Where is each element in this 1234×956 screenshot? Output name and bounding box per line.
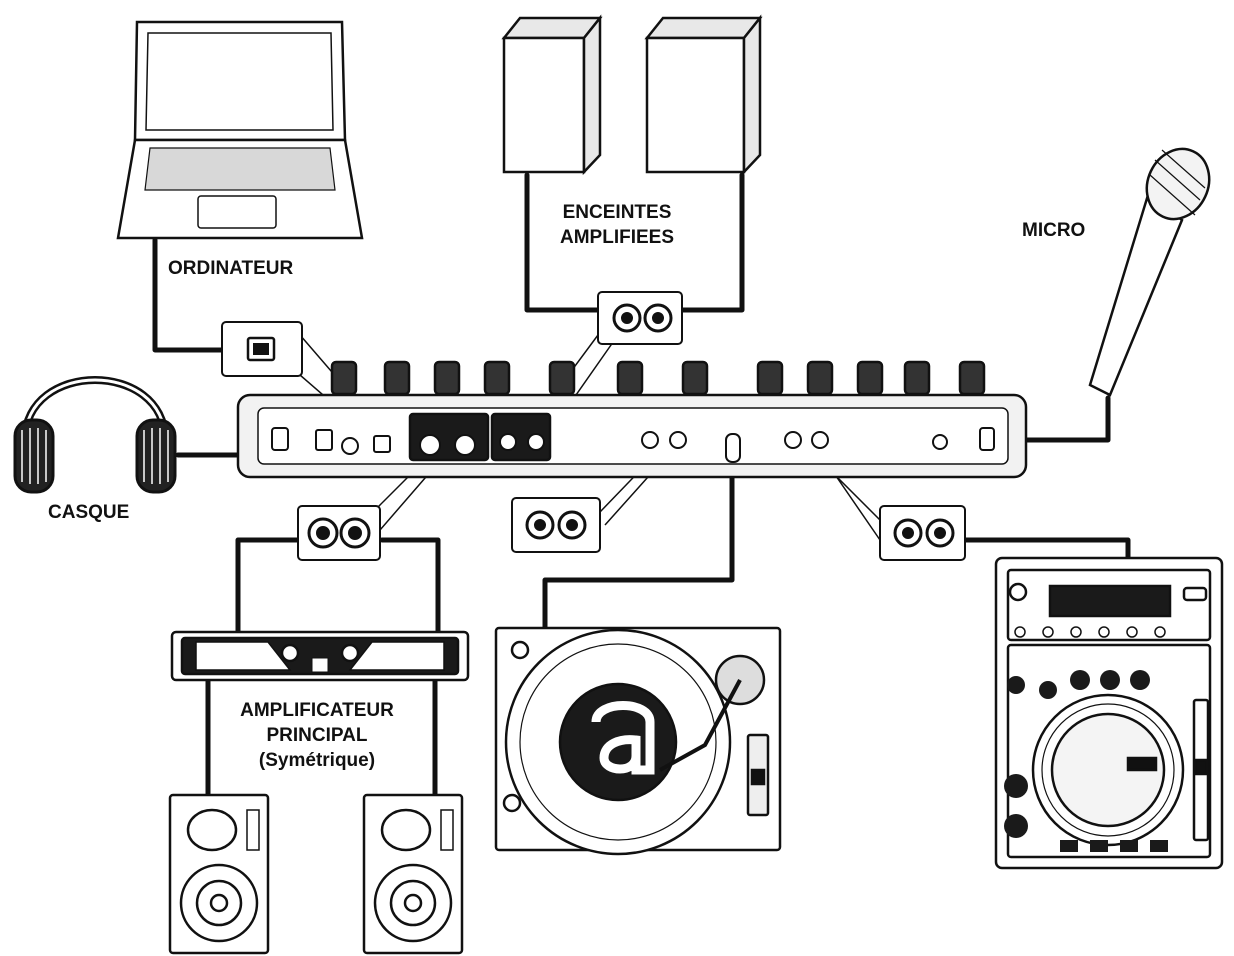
microphone-icon	[1088, 147, 1211, 397]
cable-amplifier	[235, 537, 441, 635]
active-speakers-label-line2: AMPLIFIEES	[560, 227, 675, 248]
laptop-label: ORDINATEUR	[168, 258, 294, 279]
callout-input-2	[879, 505, 966, 561]
cable-amp-to-speakers	[205, 675, 438, 798]
callout-master-output	[297, 505, 381, 561]
power-amplifier-icon	[170, 630, 470, 682]
cable-cd-player	[962, 537, 1131, 563]
amplifier-label-line1: AMPLIFICATEUR	[240, 700, 394, 721]
passive-speaker-left-icon	[168, 793, 270, 955]
active-speakers-label-line1: ENCEINTES	[562, 202, 672, 223]
amplifier-label-line3: (Symétrique)	[258, 750, 376, 771]
cable-turntable	[542, 467, 735, 631]
amplifier-label-line2: PRINCIPAL	[266, 725, 368, 746]
callout-input-1	[511, 497, 601, 553]
amplifier-label: AMPLIFICATEUR PRINCIPAL (Symétrique)	[222, 698, 412, 773]
cable-active-speakers	[524, 172, 745, 313]
microphone-label: MICRO	[1022, 220, 1086, 241]
cd-player-icon	[994, 556, 1224, 870]
headphones-icon	[13, 376, 177, 494]
turntable-icon	[494, 626, 782, 856]
headphones-label: CASQUE	[48, 502, 130, 523]
cable-microphone	[1022, 395, 1111, 443]
callout-booth-output	[597, 291, 683, 345]
active-speakers-label: ENCEINTES AMPLIFIEES	[560, 200, 674, 250]
passive-speaker-right-icon	[362, 793, 464, 955]
cable-laptop	[152, 237, 225, 353]
active-speakers-icon	[501, 14, 763, 176]
dj-controller-icon	[236, 360, 1028, 479]
laptop-icon	[116, 20, 364, 240]
callout-usb	[221, 321, 303, 377]
